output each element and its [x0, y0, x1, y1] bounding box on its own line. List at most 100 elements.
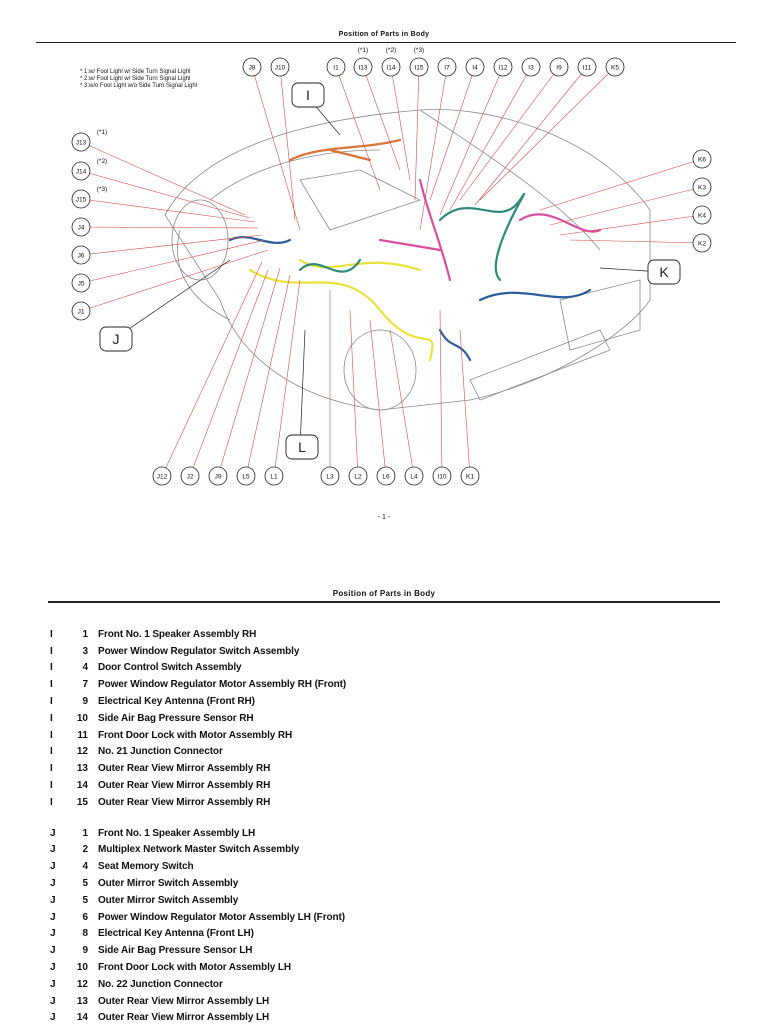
leader-line: [479, 66, 616, 201]
parts-list-row: I 13 Outer Rear View Mirror Assembly RH: [50, 760, 730, 777]
leader-line: [569, 239, 703, 244]
leader-line: [80, 234, 263, 256]
part-name: Seat Memory Switch: [98, 861, 194, 873]
part-name: Outer Rear View Mirror Assembly RH: [98, 763, 271, 775]
callout-left-1-marker: [71, 161, 91, 181]
callout-top-3-label: I13: [358, 64, 367, 71]
part-name: Power Window Regulator Switch Assembly: [98, 645, 300, 657]
leader-line: [217, 267, 281, 477]
part-number: 4: [82, 861, 88, 873]
callout-bottom-5-marker: [320, 466, 340, 486]
part-number: 14: [76, 1012, 88, 1024]
callout-right-2-label: K4: [698, 212, 706, 219]
callout-right-3-marker: [692, 233, 712, 253]
part-area-code: I: [50, 696, 53, 708]
part-number: 14: [76, 780, 88, 792]
callout-right-0-marker: [692, 149, 712, 169]
callout-bottom-2-marker: [208, 466, 228, 486]
part-name: Outer Mirror Switch Assembly: [98, 878, 239, 890]
callout-top-7-label: I4: [472, 64, 478, 71]
page-header-title: Position of Parts in Body: [338, 31, 430, 38]
part-name: Outer Rear View Mirror Assembly LH: [98, 995, 270, 1007]
callout-bottom-0-label: J12: [157, 473, 168, 480]
callout-bottom-9-label: I10: [437, 473, 446, 480]
part-area-code: J: [50, 878, 56, 890]
callout-top-11-label: I11: [583, 64, 592, 71]
part-area-code: J: [50, 894, 56, 906]
part-area-code: I: [50, 763, 53, 775]
part-area-code: J: [50, 995, 56, 1007]
leader-line: [80, 141, 246, 216]
callout-left-0-label: J13: [76, 139, 87, 146]
callout-top-4-marker: [381, 57, 401, 77]
callout-top-7-marker: [465, 57, 485, 77]
part-number: 9: [82, 696, 88, 708]
callout-left-3-marker: [71, 217, 91, 237]
callout-bottom-4-marker: [264, 466, 284, 486]
leader-line: [335, 66, 381, 191]
part-number: 7: [82, 679, 88, 691]
callout-right-1-label: K3: [698, 184, 706, 191]
part-area-code: J: [50, 911, 56, 923]
part-area-code: J: [50, 978, 56, 990]
footnote-3: * 3:w/o Fool Lighl w/o Side Turn Signal …: [80, 83, 198, 89]
callout-bottom-6-label: L2: [354, 473, 362, 480]
part-area-code: J: [50, 928, 56, 940]
callout-top-10-marker: [549, 57, 569, 77]
part-area-code: I: [50, 628, 53, 640]
part-area-code: I: [50, 729, 53, 741]
leader-line: [273, 279, 301, 477]
callout-top-1-label: J10: [275, 64, 286, 71]
callout-bottom-2-label: J9: [215, 473, 222, 480]
footnote-1: * 1:w/ Fool Lighl w/ Side Turn Signal Li…: [80, 69, 191, 75]
part-number: 12: [76, 978, 88, 990]
part-name: Front Door Lock with Motor Assembly RH: [98, 729, 293, 741]
footnotes: * 1:w/ Fool Lighl w/ Side Turn Signal Li…: [80, 69, 197, 90]
area-box-J: [99, 326, 133, 352]
harness-wire: [298, 192, 526, 282]
harness-wire: [248, 258, 434, 362]
left-superscript-1: (*2): [97, 158, 107, 165]
part-number: 6: [82, 911, 88, 923]
callout-bottom-7-label: L6: [382, 473, 390, 480]
part-area-code: J: [50, 945, 56, 957]
leader-line: [559, 214, 703, 236]
part-area-code: I: [50, 780, 53, 792]
area-leader-J: [113, 259, 231, 340]
part-number: 13: [76, 763, 88, 775]
callout-bottom-3-marker: [236, 466, 256, 486]
harness-wire: [378, 178, 602, 282]
callout-left-0-marker: [71, 132, 91, 152]
leader-line: [459, 66, 560, 201]
leader-line: [419, 66, 448, 231]
area-label-J: J: [113, 331, 120, 347]
part-area-code: I: [50, 796, 53, 808]
callout-right-3-label: K2: [698, 240, 706, 247]
callout-bottom-4-label: L1: [270, 473, 278, 480]
harness-wire: [228, 236, 592, 362]
callout-top-0-marker: [242, 57, 262, 77]
part-name: Front No. 1 Speaker Assembly RH: [98, 628, 257, 640]
parts-list-row: J 12 No. 22 Junction Connector: [50, 976, 730, 993]
callout-top-2-marker: [326, 57, 346, 77]
callout-left-4-marker: [71, 245, 91, 265]
callout-top-10-label: I9: [556, 64, 562, 71]
part-name: No. 22 Junction Connector: [98, 978, 223, 990]
part-area-code: I: [50, 645, 53, 657]
part-name: Outer Rear View Mirror Assembly RH: [98, 796, 271, 808]
callout-bottom-1-label: J2: [187, 473, 194, 480]
callout-left-6-label: J1: [78, 308, 85, 315]
callout-right-2-marker: [692, 205, 712, 225]
